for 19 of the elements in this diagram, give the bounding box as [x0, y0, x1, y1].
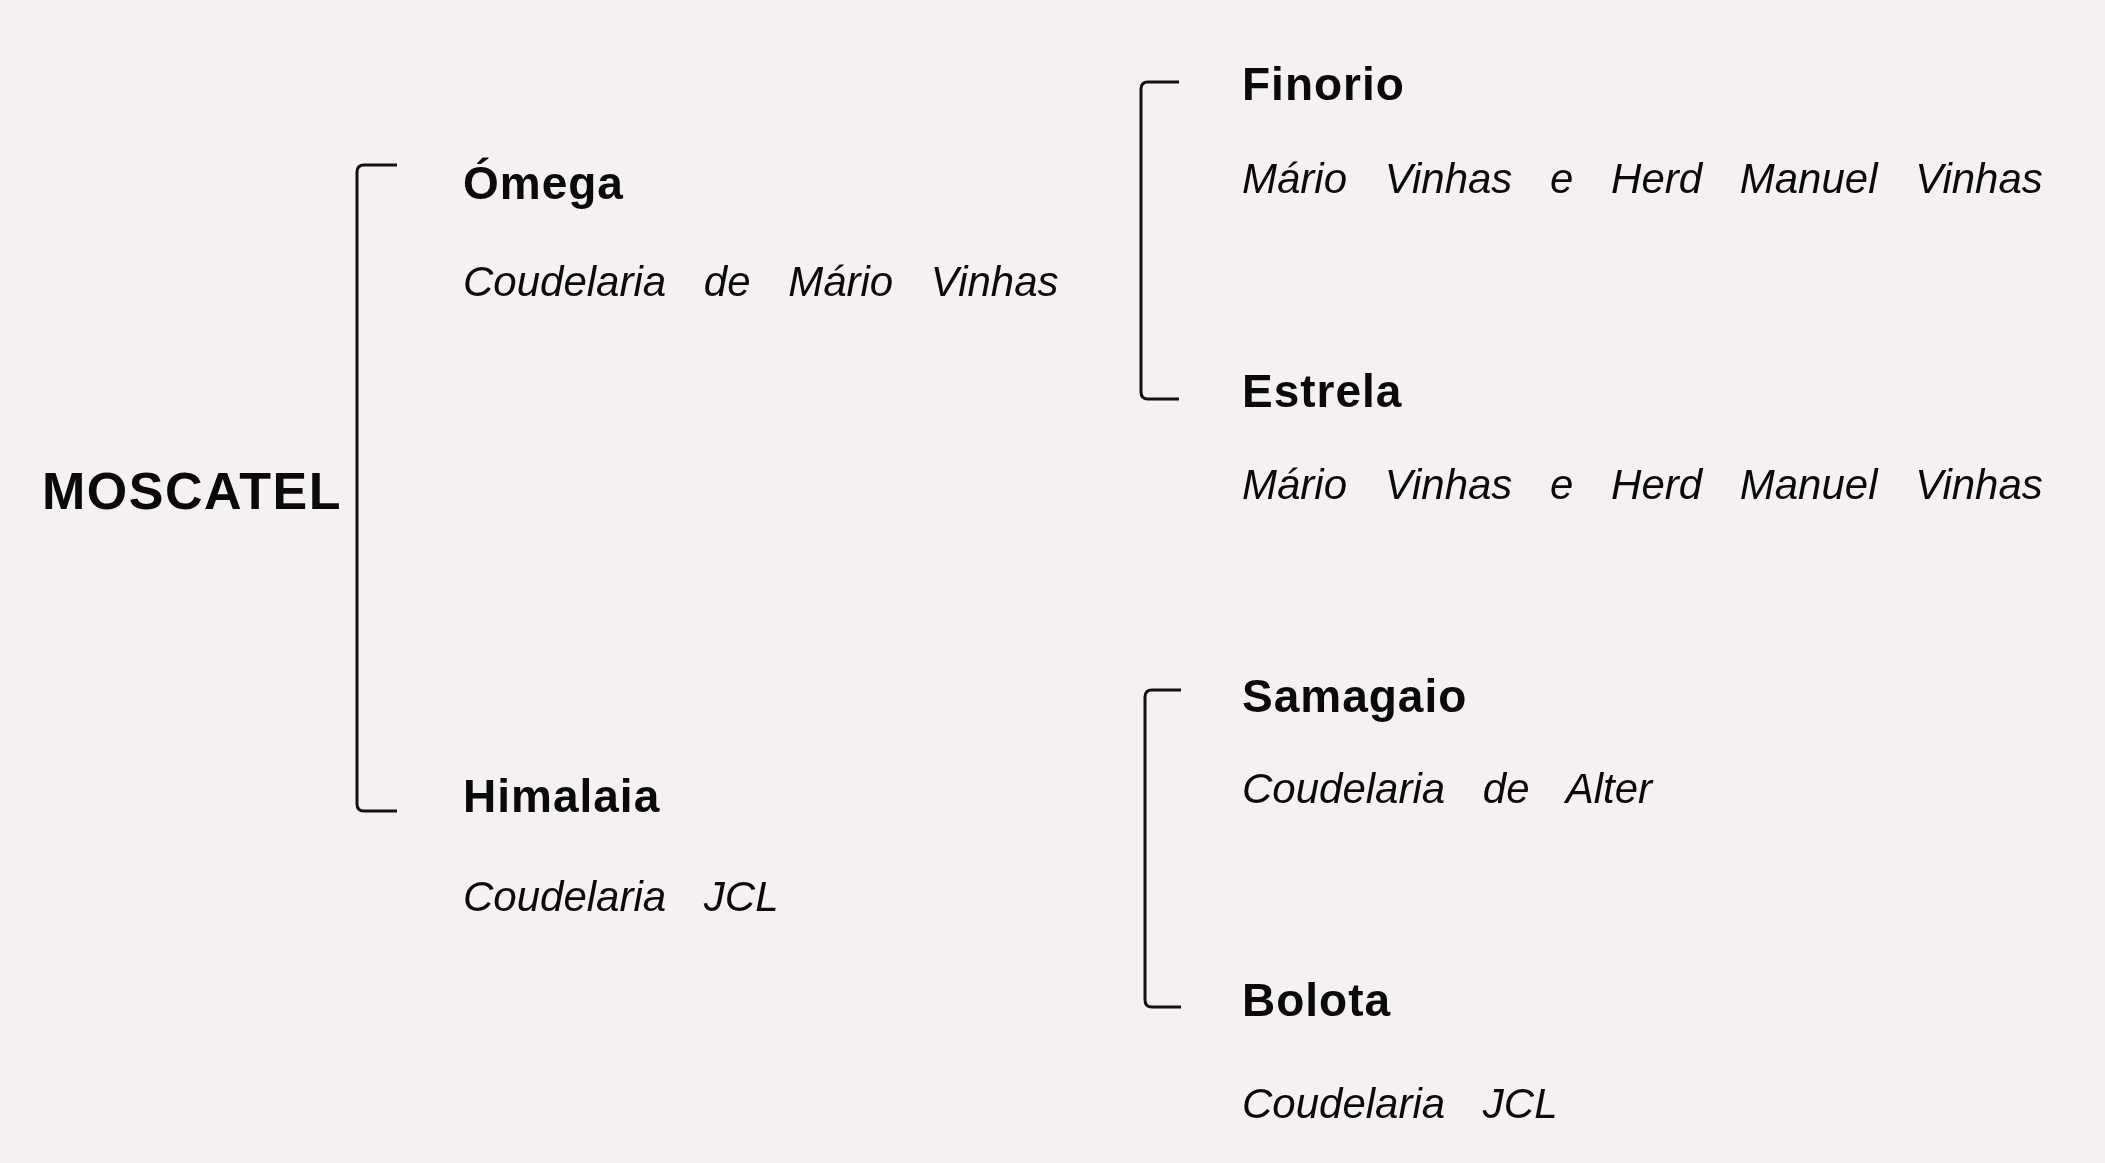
horse-name: Ómega — [463, 157, 624, 210]
breeder-name: Mário Vinhas e Herd Manuel Vinhas — [1242, 154, 2043, 204]
bracket-connector — [1139, 240, 1179, 401]
horse-name: Samagaio — [1242, 670, 1468, 723]
breeder-name: Coudelaria de Alter — [1242, 764, 1652, 814]
bracket-connector — [1143, 848, 1181, 1009]
horse-name: Estrela — [1242, 365, 1403, 418]
bracket-connector — [355, 163, 397, 488]
horse-name: MOSCATEL — [42, 462, 342, 522]
breeder-name: Mário Vinhas e Herd Manuel Vinhas — [1242, 460, 2043, 510]
breeder-name: Coudelaria JCL — [463, 872, 779, 922]
horse-name: Bolota — [1242, 974, 1392, 1027]
bracket-connector — [1139, 80, 1179, 240]
bracket-connector — [355, 488, 397, 813]
horse-name: Finorio — [1242, 58, 1405, 111]
horse-name: Himalaia — [463, 770, 661, 823]
breeder-name: Coudelaria JCL — [1242, 1079, 1558, 1129]
bracket-connector — [1143, 688, 1181, 848]
breeder-name: Coudelaria de Mário Vinhas — [463, 257, 1059, 307]
